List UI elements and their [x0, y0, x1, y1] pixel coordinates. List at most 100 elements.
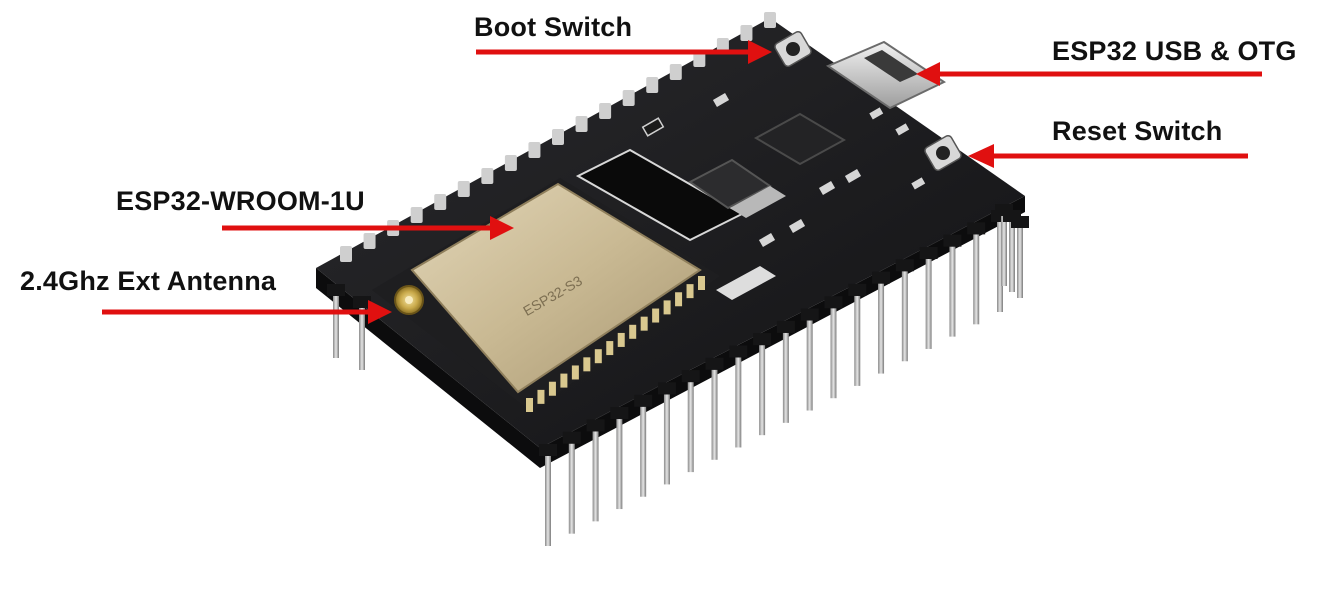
header-pin-front [545, 456, 551, 546]
header-pins-right [995, 204, 1029, 298]
header-pin-left-housing [327, 284, 345, 296]
arrow-antenna-head [368, 300, 392, 324]
header-pin-front [663, 394, 670, 485]
header-pin-right [1001, 216, 1007, 286]
header-pin-back [599, 103, 612, 119]
header-pin-front [711, 369, 718, 460]
module-pad [652, 308, 660, 323]
header-pin-front [949, 246, 956, 337]
header-pin-back [481, 168, 494, 184]
module-pad [548, 381, 556, 396]
usb-connector [825, 40, 947, 110]
module-pad [583, 357, 591, 372]
header-pin-front-housing [539, 444, 557, 456]
header-pin-front [854, 295, 861, 386]
header-pin-front-housing [800, 308, 819, 321]
regulator-tab [730, 186, 786, 218]
header-pin-front [759, 345, 766, 436]
header-pin-left [333, 296, 339, 358]
header-pin-back [363, 233, 376, 249]
header-pin-right-housing [1011, 216, 1029, 228]
silkscreen-pads [716, 266, 776, 300]
header-pin-front-housing [753, 333, 772, 346]
annotation-arrows [102, 40, 1262, 324]
module-pad [663, 300, 671, 315]
header-pin-front-housing [919, 246, 938, 259]
header-pin-back [646, 77, 659, 93]
header-pin-back [410, 207, 423, 223]
header-pins-left [327, 284, 371, 370]
header-pin-back [669, 64, 682, 80]
module-pad [617, 332, 625, 347]
header-pin-back [622, 90, 635, 106]
label-module: ESP32-WROOM-1U [116, 186, 365, 216]
header-pin-front-housing [967, 222, 986, 235]
header-pin-front-housing [848, 283, 867, 296]
header-pin-front-housing [705, 357, 724, 370]
header-pin-back [552, 129, 564, 145]
header-pin-front [687, 382, 694, 473]
header-pin-front-housing [872, 271, 891, 284]
header-pin-back [528, 142, 541, 158]
arrow-usb-head [916, 62, 940, 86]
header-pin-front [901, 271, 908, 362]
header-pin-front [735, 357, 742, 448]
arrow-reset-head [968, 144, 994, 168]
header-pin-front [640, 406, 647, 497]
header-pin-back [575, 116, 588, 132]
module-pad [698, 276, 705, 290]
module-castellated-pads [526, 276, 705, 412]
header-pin-back [504, 155, 517, 171]
header-pin-front [997, 222, 1003, 312]
header-pin-front [973, 234, 980, 325]
header-pin-front [592, 431, 599, 522]
header-pin-front-housing [824, 296, 843, 309]
module-pad [594, 349, 602, 364]
header-pin-front-housing [729, 345, 748, 358]
label-antenna: 2.4Ghz Ext Antenna [20, 266, 277, 296]
header-pin-front [925, 258, 932, 349]
module-shield [410, 182, 702, 394]
header-pin-back [457, 181, 470, 197]
module-pad [526, 398, 533, 412]
header-pins-front [539, 210, 1009, 546]
header-pin-back [434, 194, 447, 210]
module-pad [686, 284, 694, 299]
header-pin-front-housing [681, 370, 700, 383]
header-pin-back [693, 51, 706, 67]
arrow-boot-switch-head [748, 40, 772, 64]
header-pin-front [830, 308, 837, 399]
smd-components [641, 93, 926, 247]
reset-switch-button [936, 146, 950, 160]
module-pad [640, 316, 648, 331]
header-pin-front-housing [562, 431, 581, 444]
module-pad [560, 373, 568, 388]
header-pin-left [359, 308, 365, 370]
label-usb-otg: ESP32 USB & OTG [1052, 36, 1297, 66]
arrow-module-head [490, 216, 514, 240]
module-pad [571, 365, 579, 380]
header-pin-back [340, 246, 352, 262]
header-pin-front [782, 332, 789, 423]
header-pin-front [616, 419, 623, 510]
header-pin-front-housing [895, 259, 914, 272]
header-pin-front-housing [586, 419, 605, 432]
header-pin-front-housing [943, 234, 962, 247]
boot-switch-button [786, 42, 800, 56]
header-pin-right [1009, 222, 1015, 292]
ufl-center [405, 296, 413, 304]
module-pad [606, 341, 614, 356]
header-pin-front [806, 320, 813, 411]
header-pin-front-housing [610, 407, 629, 420]
usb-bridge-ic [753, 112, 847, 166]
header-pin-right [1017, 228, 1023, 298]
header-pin-back [764, 12, 776, 28]
header-pins-back [340, 12, 776, 262]
header-pin-left-housing [353, 296, 371, 308]
header-pin-front-housing [657, 382, 676, 395]
module-pad [537, 389, 545, 404]
module-pad [629, 324, 637, 339]
label-reset-switch: Reset Switch [1052, 116, 1223, 146]
